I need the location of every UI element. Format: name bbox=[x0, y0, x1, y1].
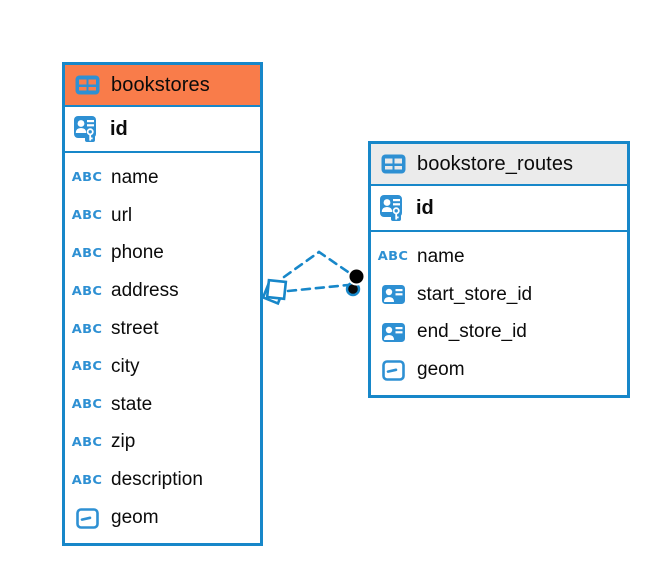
text-column-icon: ABC bbox=[71, 170, 103, 186]
text-column-icon: ABC bbox=[71, 435, 103, 450]
text-column-icon: ABC bbox=[71, 321, 103, 337]
column-row-id[interactable]: id bbox=[65, 107, 260, 153]
text-column-icon: ABC bbox=[71, 246, 103, 261]
column-row-name[interactable]: ABC name bbox=[65, 159, 260, 197]
column-row-state[interactable]: ABC state bbox=[65, 386, 260, 424]
table-bookstore-routes[interactable]: bookstore_routes id ABC bbox=[368, 141, 630, 399]
table-header[interactable]: bookstore_routes bbox=[371, 144, 627, 186]
primary-key-icon bbox=[378, 194, 408, 222]
relationship-line bbox=[286, 283, 350, 293]
column-label: name bbox=[111, 166, 159, 188]
connector-endpoint-dot bbox=[347, 267, 366, 286]
column-label: geom bbox=[417, 359, 465, 381]
column-list: ABC name start_store_id bbox=[371, 232, 627, 395]
foreign-key-icon bbox=[378, 284, 408, 305]
text-column-icon: ABC bbox=[71, 359, 103, 374]
table-icon bbox=[72, 75, 102, 95]
column-row-address[interactable]: ABC address bbox=[65, 272, 260, 310]
column-label: city bbox=[111, 355, 140, 377]
column-row-street[interactable]: ABC street bbox=[65, 310, 260, 348]
column-row-phone[interactable]: ABC phone bbox=[65, 235, 260, 273]
column-label: description bbox=[111, 469, 203, 491]
column-row-name[interactable]: ABC name bbox=[371, 238, 627, 276]
column-label: street bbox=[111, 318, 159, 340]
column-row-city[interactable]: ABC city bbox=[65, 348, 260, 386]
relationship-line bbox=[282, 250, 353, 279]
column-label: name bbox=[417, 245, 465, 267]
column-label: start_store_id bbox=[417, 283, 533, 305]
column-label: zip bbox=[111, 431, 136, 453]
geometry-column-icon bbox=[378, 359, 408, 381]
text-column-icon: ABC bbox=[71, 397, 103, 412]
column-row-zip[interactable]: ABC zip bbox=[65, 424, 260, 462]
primary-key-icon bbox=[72, 115, 102, 143]
table-title: bookstore_routes bbox=[417, 152, 574, 175]
primary-key-label: id bbox=[110, 117, 128, 140]
column-row-geom[interactable]: geom bbox=[371, 351, 627, 389]
text-column-icon: ABC bbox=[377, 249, 409, 265]
column-row-url[interactable]: ABC url bbox=[65, 197, 260, 235]
column-row-geom[interactable]: geom bbox=[65, 499, 260, 537]
column-row-id[interactable]: id bbox=[371, 186, 627, 232]
column-label: state bbox=[111, 393, 153, 415]
table-bookstores[interactable]: bookstores id ABC bbox=[62, 62, 263, 546]
column-row-end-store-id[interactable]: end_store_id bbox=[371, 314, 627, 352]
table-icon bbox=[378, 154, 408, 174]
table-header[interactable]: bookstores bbox=[65, 65, 260, 107]
column-label: url bbox=[111, 204, 133, 226]
text-column-icon: ABC bbox=[71, 208, 103, 223]
foreign-key-icon bbox=[378, 322, 408, 343]
column-label: geom bbox=[111, 507, 159, 529]
geometry-column-icon bbox=[72, 507, 102, 529]
text-column-icon: ABC bbox=[71, 473, 103, 488]
column-row-description[interactable]: ABC description bbox=[65, 461, 260, 499]
column-label: end_store_id bbox=[417, 321, 527, 343]
column-row-start-store-id[interactable]: start_store_id bbox=[371, 276, 627, 314]
table-title: bookstores bbox=[111, 73, 210, 96]
column-list: ABC name ABC url ABC phone ABC address A… bbox=[65, 153, 260, 543]
column-label: address bbox=[111, 280, 179, 302]
many-end-marker bbox=[261, 278, 288, 306]
text-column-icon: ABC bbox=[71, 284, 103, 299]
primary-key-label: id bbox=[416, 196, 434, 219]
column-label: phone bbox=[111, 242, 164, 264]
